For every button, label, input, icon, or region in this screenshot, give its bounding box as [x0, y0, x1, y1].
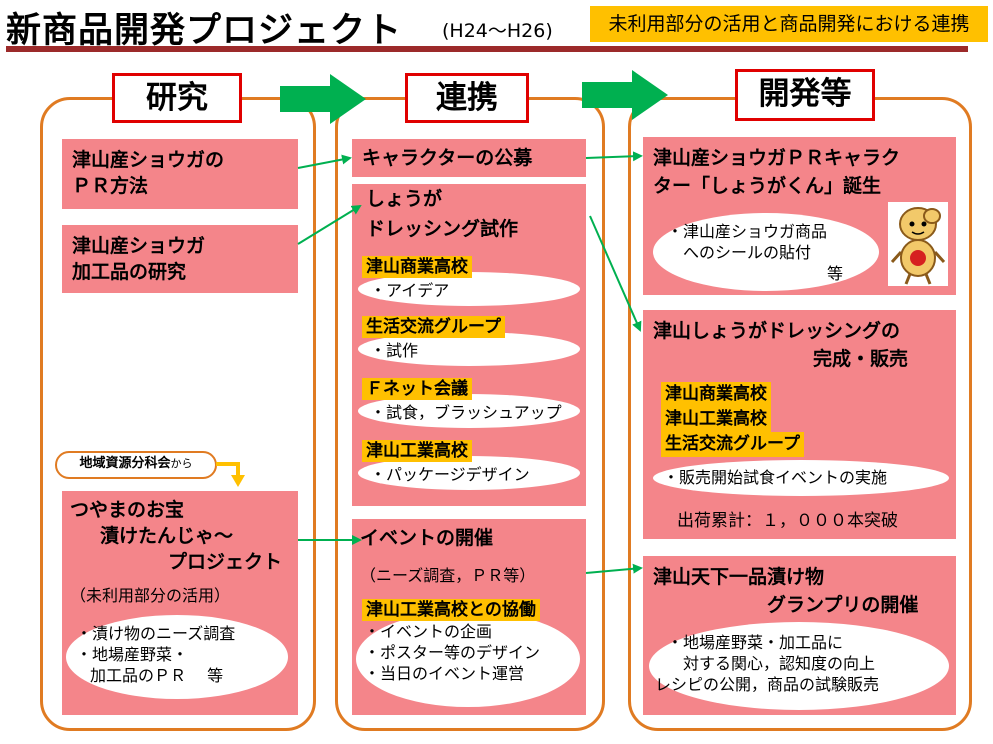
- event-bullets: ・イベントの企画 ・ポスター等のデザイン ・当日のイベント運営: [356, 611, 580, 707]
- box-processed-research-line1: 津山産ショウガ: [72, 235, 206, 257]
- dressing-sale-line2: 完成・販売: [813, 348, 909, 370]
- box-pickles-grandprix: 津山天下一品漬け物 グランプリの開催 ・地場産野菜・加工品に 対する関心，認知度…: [643, 556, 956, 715]
- event-bullet2: ・ポスター等のデザイン: [364, 643, 541, 662]
- source-pill-main: 地域資源分科会: [79, 456, 171, 471]
- dressing-sale-label-2: 津山工業高校: [661, 407, 771, 432]
- box-pr-method-line1: 津山産ショウガの: [72, 149, 225, 171]
- heading-research: 研究: [112, 73, 242, 123]
- character-born-line1: 津山産ショウガＰＲキャラク: [653, 147, 901, 169]
- dressing-sale-bullet1: ・販売開始試食イベントの実施: [663, 468, 888, 487]
- source-pill: 地域資源分科会から: [55, 451, 217, 479]
- dressing-trial-line1: しょうが: [366, 188, 443, 210]
- treasure-bullets: ・漬け物のニーズ調査 ・地場産野菜・ 加工品のＰＲ 等: [66, 615, 288, 699]
- group-label-3: Ｆネット会議: [362, 378, 472, 400]
- heading-develop: 開発等: [735, 69, 875, 121]
- treasure-line1: つやまのお宝: [70, 499, 185, 521]
- project-period: (H24～H26): [442, 20, 553, 42]
- grandprix-bullets: ・地場産野菜・加工品に 対する関心，認知度の向上 レシピの公開，商品の試験販売: [649, 622, 949, 710]
- dressing-trial-line2: ドレッシング試作: [366, 218, 519, 240]
- treasure-bullet2: ・地場産野菜・: [76, 645, 189, 664]
- heading-collab: 連携: [405, 73, 529, 123]
- header-rule: [6, 46, 968, 52]
- stage-arrow-1: [280, 74, 366, 124]
- treasure-bullet1: ・漬け物のニーズ調査: [76, 624, 236, 643]
- character-born-bullets: ・津山産ショウガ商品 へのシールの貼付 等: [653, 213, 879, 291]
- shipment-total: 出荷累計：１，０００本突破: [677, 511, 898, 531]
- character-contest-line1: キャラクターの公募: [362, 147, 533, 169]
- dressing-sale-bullets: ・販売開始試食イベントの実施: [653, 460, 949, 496]
- stage-arrow-2: [582, 70, 668, 120]
- character-born-bullet3: 等: [827, 264, 844, 283]
- treasure-line2: 漬けたんじゃ～: [100, 525, 234, 547]
- dressing-sale-label-3: 生活交流グループ: [661, 432, 804, 457]
- group-label-4: 津山工業高校: [362, 440, 472, 462]
- event-bullet3: ・当日のイベント運営: [364, 664, 525, 683]
- character-born-line2: ター「しょうがくん」誕生: [653, 175, 882, 197]
- event-bullet1: ・イベントの企画: [364, 622, 493, 641]
- group-label-1: 津山商業高校: [362, 256, 472, 278]
- box-processed-research-line2: 加工品の研究: [72, 261, 187, 283]
- group-detail-4: ・パッケージデザイン: [370, 465, 530, 484]
- ginger-mascot-icon: [890, 207, 946, 285]
- source-bend-arrow: [216, 462, 245, 487]
- dressing-sale-line1: 津山しょうがドレッシングの: [653, 320, 901, 342]
- event-label: 津山工業高校との協働: [362, 599, 540, 621]
- grandprix-line2: グランプリの開催: [767, 594, 919, 616]
- box-dressing-trial: しょうが ドレッシング試作 ・アイデア 津山商業高校 ・試作 生活交流グループ …: [352, 184, 586, 506]
- group-detail-3: ・試食，ブラッシュアップ: [370, 403, 562, 422]
- group-detail-2: ・試作: [370, 341, 419, 360]
- group-detail-1: ・アイデア: [370, 281, 450, 300]
- box-dressing-sale: 津山しょうがドレッシングの 完成・販売 津山商業高校 津山工業高校 生活交流グル…: [643, 310, 956, 539]
- grandprix-bullet1: ・地場産野菜・加工品に: [667, 633, 844, 652]
- grandprix-bullet3: レシピの公開，商品の試験販売: [655, 675, 880, 694]
- treasure-line3: プロジェクト: [168, 551, 283, 573]
- treasure-bullet3: 加工品のＰＲ 等: [90, 666, 224, 685]
- event-line1: イベントの開催: [360, 527, 494, 549]
- mascot-image: [888, 202, 948, 286]
- character-born-bullet1: ・津山産ショウガ商品: [667, 222, 828, 241]
- grandprix-bullet2: 対する関心，認知度の向上: [683, 654, 876, 673]
- box-character-contest: キャラクターの公募: [352, 139, 586, 177]
- box-processed-research: 津山産ショウガ 加工品の研究: [62, 225, 298, 293]
- character-born-bullet2: へのシールの貼付: [683, 243, 812, 262]
- box-event: イベントの開催 （ニーズ調査，ＰＲ等） ・イベントの企画 ・ポスター等のデザイン…: [352, 519, 586, 715]
- dressing-sale-label-1: 津山商業高校: [661, 382, 771, 407]
- box-treasure-project: つやまのお宝 漬けたんじゃ～ プロジェクト （未利用部分の活用） ・漬け物のニー…: [62, 491, 298, 715]
- theme-banner: 未利用部分の活用と商品開発における連携: [590, 6, 988, 42]
- treasure-note: （未利用部分の活用）: [70, 586, 231, 605]
- box-pr-method-line2: ＰＲ方法: [72, 175, 149, 197]
- grandprix-line1: 津山天下一品漬け物: [653, 566, 825, 588]
- source-pill-suffix: から: [170, 457, 193, 470]
- page-title: 新商品開発プロジェクト: [6, 11, 403, 51]
- event-note: （ニーズ調査，ＰＲ等）: [360, 566, 536, 585]
- box-pr-method: 津山産ショウガの ＰＲ方法: [62, 139, 298, 209]
- group-label-2: 生活交流グループ: [362, 316, 505, 338]
